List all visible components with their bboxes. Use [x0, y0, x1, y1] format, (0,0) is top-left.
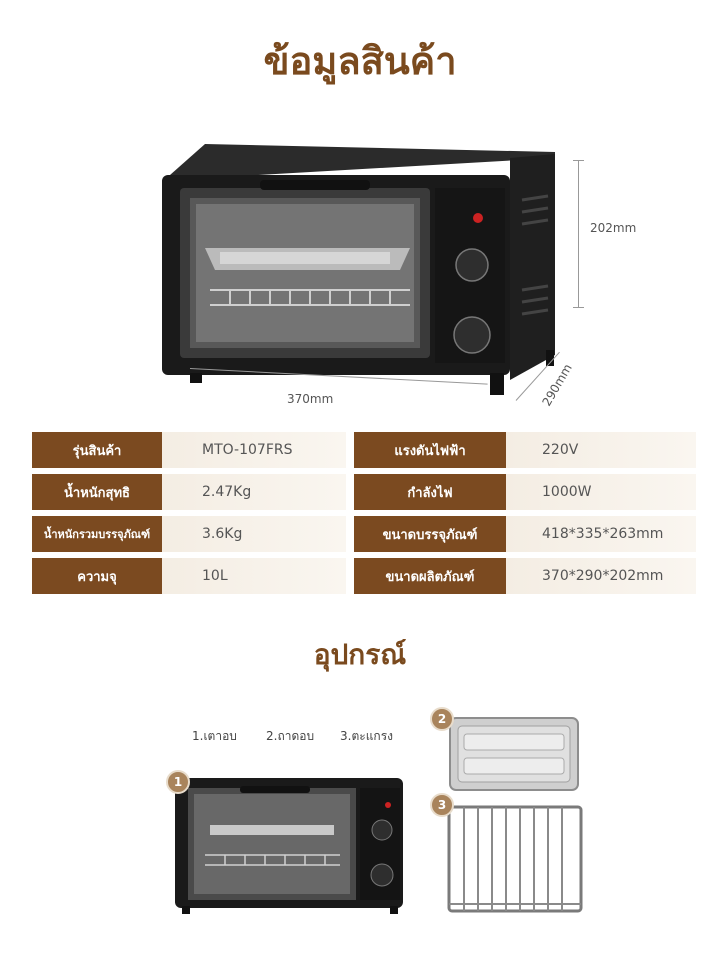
spec-label: ขนาดบรรจุภัณฑ์ [354, 516, 506, 552]
oven-product-image [162, 144, 555, 395]
accessory-label-tray: 2.ถาดอบ [266, 729, 315, 743]
accessory-title: อุปกรณ์ [313, 638, 407, 671]
baking-tray-image [449, 717, 579, 791]
badge-1: 1 [166, 770, 190, 794]
spec-row: ความจุ 10L ขนาดผลิตภัณฑ์ 370*290*202mm [32, 558, 696, 594]
oven-accessory-image [175, 778, 403, 914]
spec-value: 1000W [506, 474, 696, 510]
spec-table: รุ่นสินค้า MTO-107FRS แรงดันไฟฟ้า 220V น… [32, 432, 696, 600]
wire-rack-image [447, 805, 583, 913]
spec-value: 220V [506, 432, 696, 468]
spec-row: น้ำหนักรวมบรรจุภัณฑ์ 3.6Kg ขนาดบรรจุภัณฑ… [32, 516, 696, 552]
spec-label: แรงดันไฟฟ้า [354, 432, 506, 468]
page-title: ข้อมูลสินค้า [263, 39, 457, 83]
spec-value: 3.6Kg [162, 516, 346, 552]
width-dimension: 370mm [287, 392, 334, 406]
spec-label: น้ำหนักรวมบรรจุภัณฑ์ [32, 516, 162, 552]
spec-value: 2.47Kg [162, 474, 346, 510]
spec-value: MTO-107FRS [162, 432, 346, 468]
spec-row: น้ำหนักสุทธิ 2.47Kg กำลังไฟ 1000W [32, 474, 696, 510]
accessory-label-rack: 3.ตะแกรง [340, 729, 393, 743]
badge-2: 2 [430, 707, 454, 731]
spec-label: น้ำหนักสุทธิ [32, 474, 162, 510]
badge-3: 3 [430, 793, 454, 817]
height-dimension: 202mm [590, 221, 637, 235]
spec-value: 10L [162, 558, 346, 594]
spec-row: รุ่นสินค้า MTO-107FRS แรงดันไฟฟ้า 220V [32, 432, 696, 468]
spec-value: 370*290*202mm [506, 558, 696, 594]
spec-value: 418*335*263mm [506, 516, 696, 552]
spec-label: ความจุ [32, 558, 162, 594]
spec-label: ขนาดผลิตภัณฑ์ [354, 558, 506, 594]
accessory-label-oven: 1.เตาอบ [192, 729, 237, 743]
spec-label: รุ่นสินค้า [32, 432, 162, 468]
spec-label: กำลังไฟ [354, 474, 506, 510]
